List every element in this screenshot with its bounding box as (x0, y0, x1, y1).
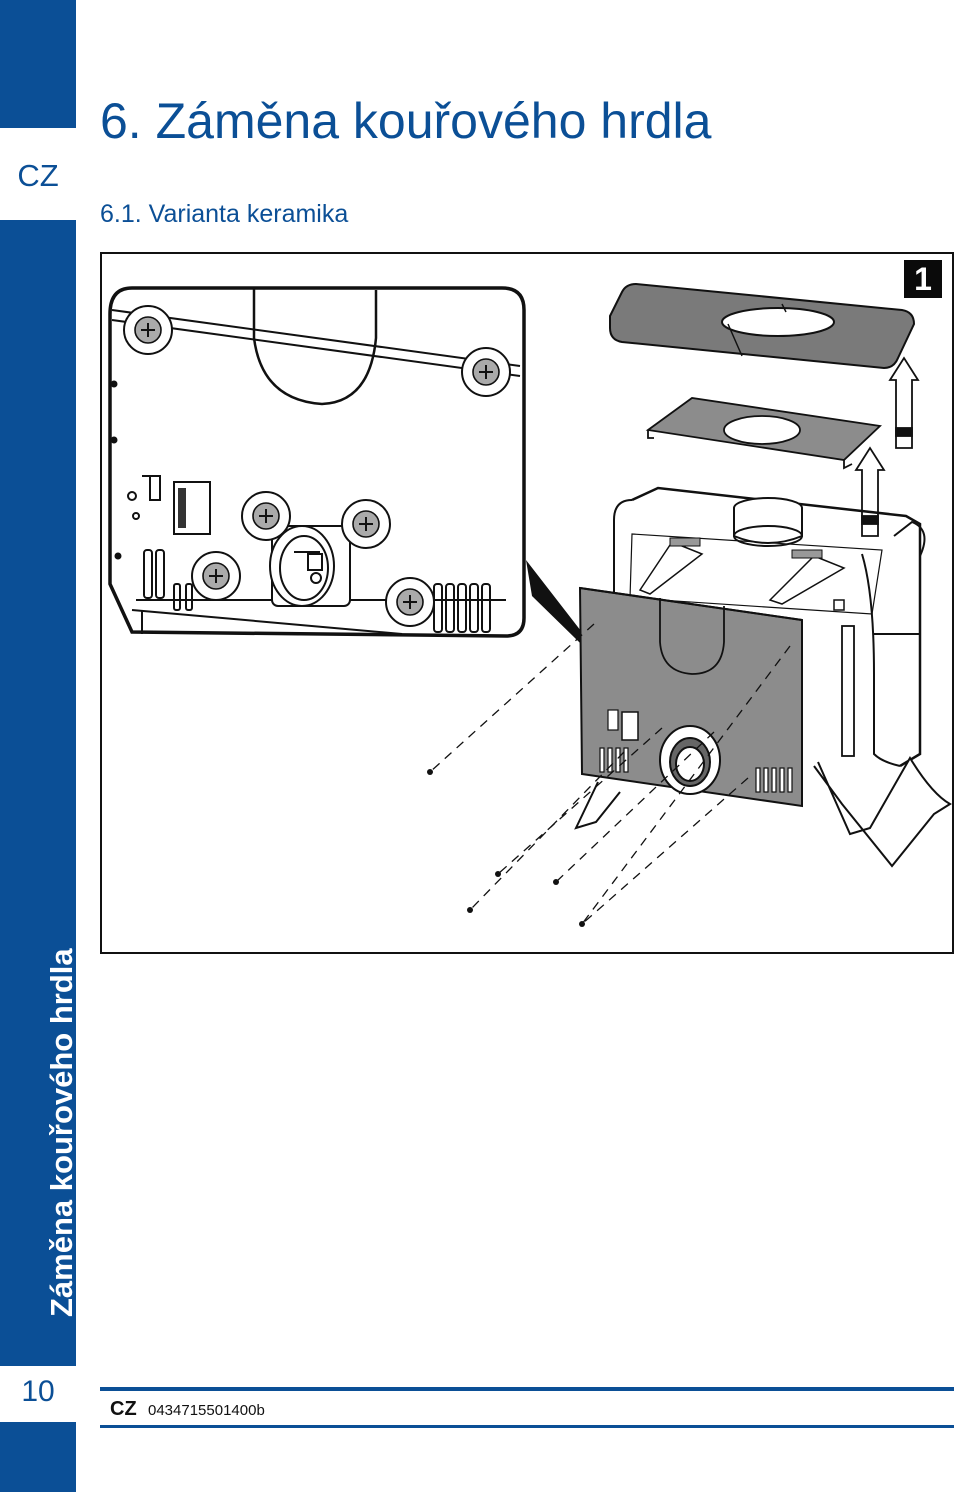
footer-rule-bottom (100, 1425, 954, 1428)
detail-inset (108, 286, 526, 638)
footer-language: CZ (110, 1398, 137, 1420)
section-title: 6.1. Varianta keramika (100, 200, 349, 228)
language-tab (0, 128, 80, 220)
intermediate-plate (645, 397, 882, 470)
side-bar (0, 0, 76, 1492)
lift-arrows (854, 356, 920, 537)
screw-paths (429, 623, 791, 925)
footer-rule-top (100, 1387, 954, 1391)
stove-assembly-drawing (108, 282, 952, 927)
language-label: CZ (17, 158, 59, 193)
page-number-box (0, 1366, 76, 1422)
page-title: 6. Záměna kouřového hrdla (100, 93, 712, 149)
screws (427, 769, 585, 927)
stove-body (574, 486, 952, 868)
footer-document-code: 0434715501400b (148, 1402, 265, 1419)
top-cover (609, 282, 916, 370)
page-number: 10 (21, 1375, 55, 1408)
assembly-figure: 1 (100, 252, 954, 954)
figure-number-badge: 1 (904, 260, 942, 298)
vertical-chapter-title: Záměna kouřového hrdla (44, 948, 79, 1317)
rear-panel (578, 586, 803, 808)
